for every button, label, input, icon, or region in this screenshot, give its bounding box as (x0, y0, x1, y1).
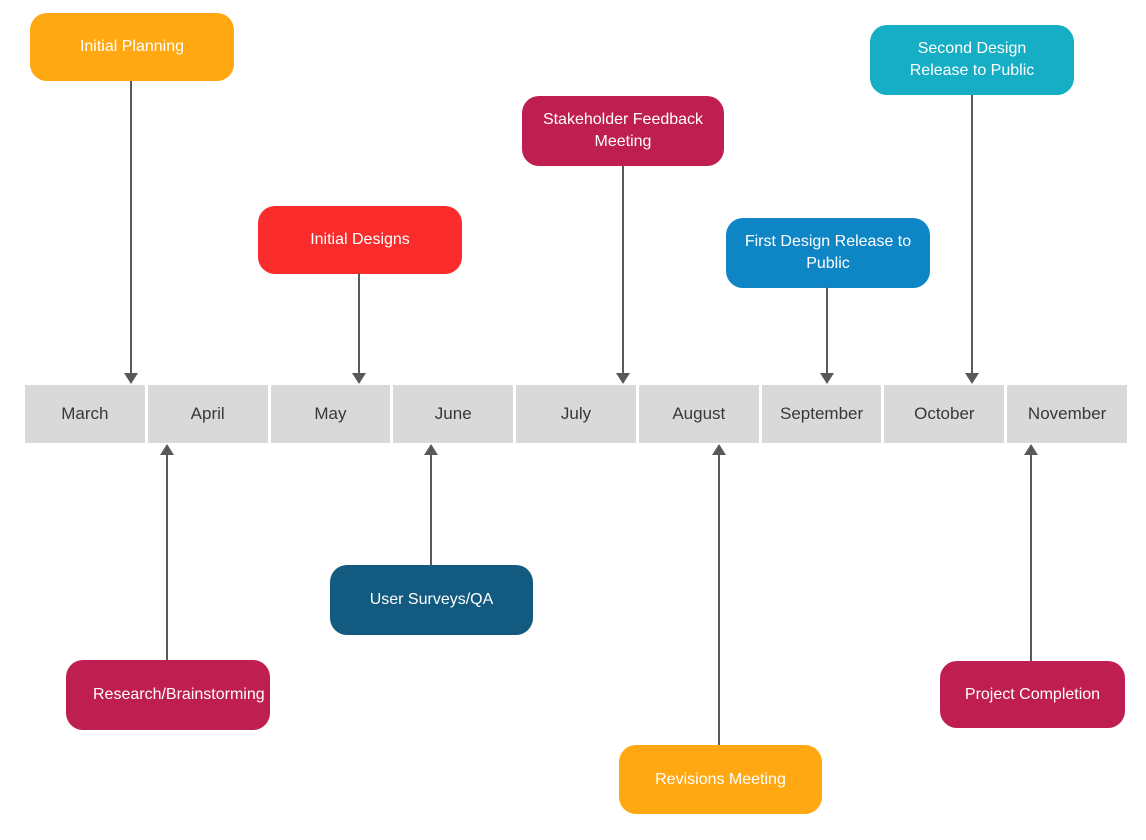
connector-line (130, 81, 132, 374)
event-user-surveys-qa: User Surveys/QA (330, 565, 533, 635)
connector-line (358, 273, 360, 374)
event-first-design-release: First Design Release to Public (726, 218, 930, 288)
arrow-up-icon (424, 444, 438, 455)
arrow-up-icon (712, 444, 726, 455)
event-initial-planning: Initial Planning (30, 13, 234, 81)
connector-line (430, 455, 432, 565)
connector-line (826, 287, 828, 374)
event-project-completion: Project Completion (940, 661, 1125, 728)
arrow-down-icon (124, 373, 138, 384)
event-label: User Surveys/QA (369, 591, 494, 609)
arrow-down-icon (352, 373, 366, 384)
arrow-down-icon (965, 373, 979, 384)
month-cell-november: November (1007, 385, 1128, 443)
month-cell-march: March (25, 385, 145, 443)
arrow-down-icon (616, 373, 630, 384)
event-revisions-meeting: Revisions Meeting (619, 745, 822, 814)
event-label: Second Design Release to Public (909, 40, 1035, 79)
arrow-up-icon (160, 444, 174, 455)
month-cell-april: April (147, 385, 268, 443)
timeline-bar: March April May June July August Septemb… (25, 385, 1128, 443)
arrow-down-icon (820, 373, 834, 384)
event-label: Initial Designs (310, 231, 410, 249)
event-research-brainstorming: Research/Brainstorming (66, 660, 270, 730)
event-label: Project Completion (964, 685, 1101, 703)
month-cell-june: June (393, 385, 514, 443)
month-cell-september: September (761, 385, 882, 443)
connector-line (622, 166, 624, 374)
event-initial-designs: Initial Designs (258, 206, 462, 274)
event-second-design-release: Second Design Release to Public (870, 25, 1074, 95)
arrow-up-icon (1024, 444, 1038, 455)
event-stakeholder-feedback-meeting: Stakeholder Feedback Meeting (522, 96, 724, 166)
month-cell-may: May (270, 385, 391, 443)
connector-line (166, 455, 168, 660)
month-cell-july: July (516, 385, 636, 443)
event-label: First Design Release to Public (744, 233, 912, 272)
event-label: Revisions Meeting (655, 770, 786, 788)
event-label: Stakeholder Feedback Meeting (542, 111, 704, 150)
connector-line (718, 455, 720, 745)
month-cell-october: October (884, 385, 1005, 443)
connector-line (1030, 455, 1032, 661)
month-cell-august: August (638, 385, 759, 443)
connector-line (971, 95, 973, 374)
event-label: Initial Planning (79, 38, 185, 56)
event-label: Research/Brainstorming (93, 686, 265, 704)
